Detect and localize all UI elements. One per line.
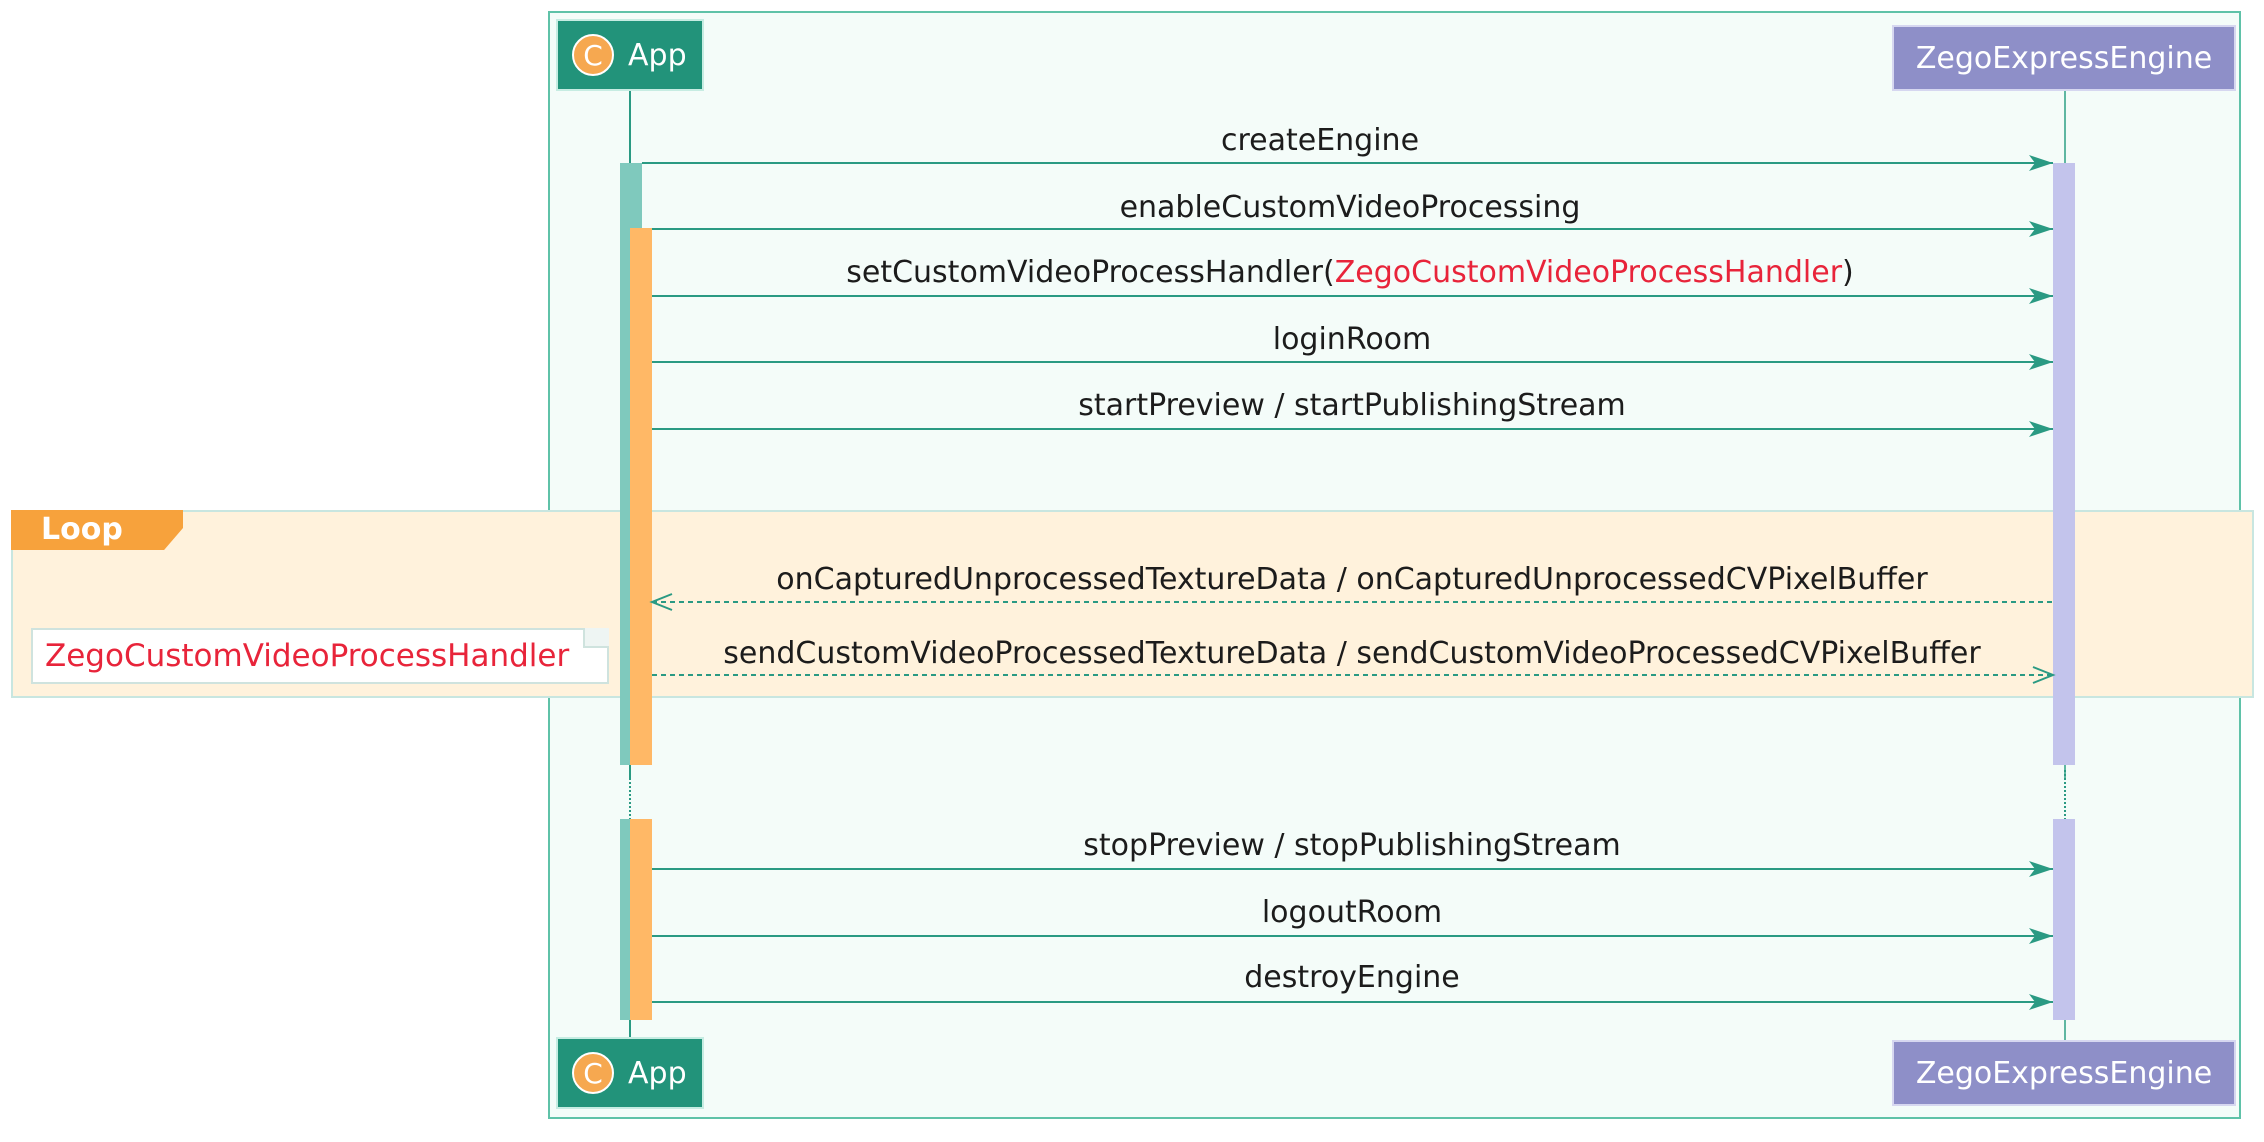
participant-app-label: App [628,1055,687,1091]
loop-label: Loop [11,510,183,550]
msg-send-custom-video-processed: sendCustomVideoProcessedTextureData / se… [723,636,1981,671]
msg-logout-room: logoutRoom [1261,895,1443,930]
arrow-head-7 [2029,861,2053,877]
class-icon: C [572,1052,614,1094]
msg-login-room: loginRoom [1272,322,1432,357]
participant-engine-label: ZegoExpressEngine [1915,1055,2213,1091]
participant-engine-label: ZegoExpressEngine [1915,40,2213,76]
engine-activation-bar [2053,163,2075,765]
participant-app-label: App [628,37,687,73]
arrow-head-0 [2029,155,2053,171]
app-nested-activation-bar-2 [630,819,652,1020]
arrow-head-2 [2029,288,2053,304]
participant-app-bottom: C App [556,1037,704,1109]
handler-type-highlight: ZegoCustomVideoProcessHandler [1334,255,1843,290]
app-lifeline-bottom [629,1010,631,1040]
class-icon: C [572,34,614,76]
participant-engine-bottom: ZegoExpressEngine [1892,1040,2236,1106]
engine-activation-bar-2 [2053,819,2075,1020]
msg-stop-preview-publishing: stopPreview / stopPublishingStream [1083,828,1621,863]
participant-engine-top: ZegoExpressEngine [1892,25,2236,91]
arrow-head-1 [2029,221,2053,237]
arrow-head-3 [2029,354,2053,370]
arrow-head-6 [2032,666,2056,684]
participant-app-top: C App [556,19,704,91]
arrow-head-5 [649,593,673,611]
msg-enable-custom-video-processing: enableCustomVideoProcessing [1119,190,1581,225]
engine-lifeline-bottom [2064,1010,2066,1040]
arrow-head-9 [2029,994,2053,1010]
msg-set-custom-video-process-handler: setCustomVideoProcessHandler(ZegoCustomV… [846,255,1854,290]
engine-lifeline-gap [2064,770,2066,820]
app-nested-activation-bar [630,228,652,765]
msg-create-engine: createEngine [1220,123,1420,158]
handler-note: ZegoCustomVideoProcessHandler [31,628,609,684]
msg-on-captured-unprocessed: onCapturedUnprocessedTextureData / onCap… [776,562,1928,597]
note-fold-corner [583,628,609,648]
arrow-head-8 [2029,928,2053,944]
app-lifeline-gap [629,770,631,820]
msg-start-preview-publishing: startPreview / startPublishingStream [1078,388,1626,423]
msg-destroy-engine: destroyEngine [1244,960,1460,995]
arrow-head-4 [2029,421,2053,437]
